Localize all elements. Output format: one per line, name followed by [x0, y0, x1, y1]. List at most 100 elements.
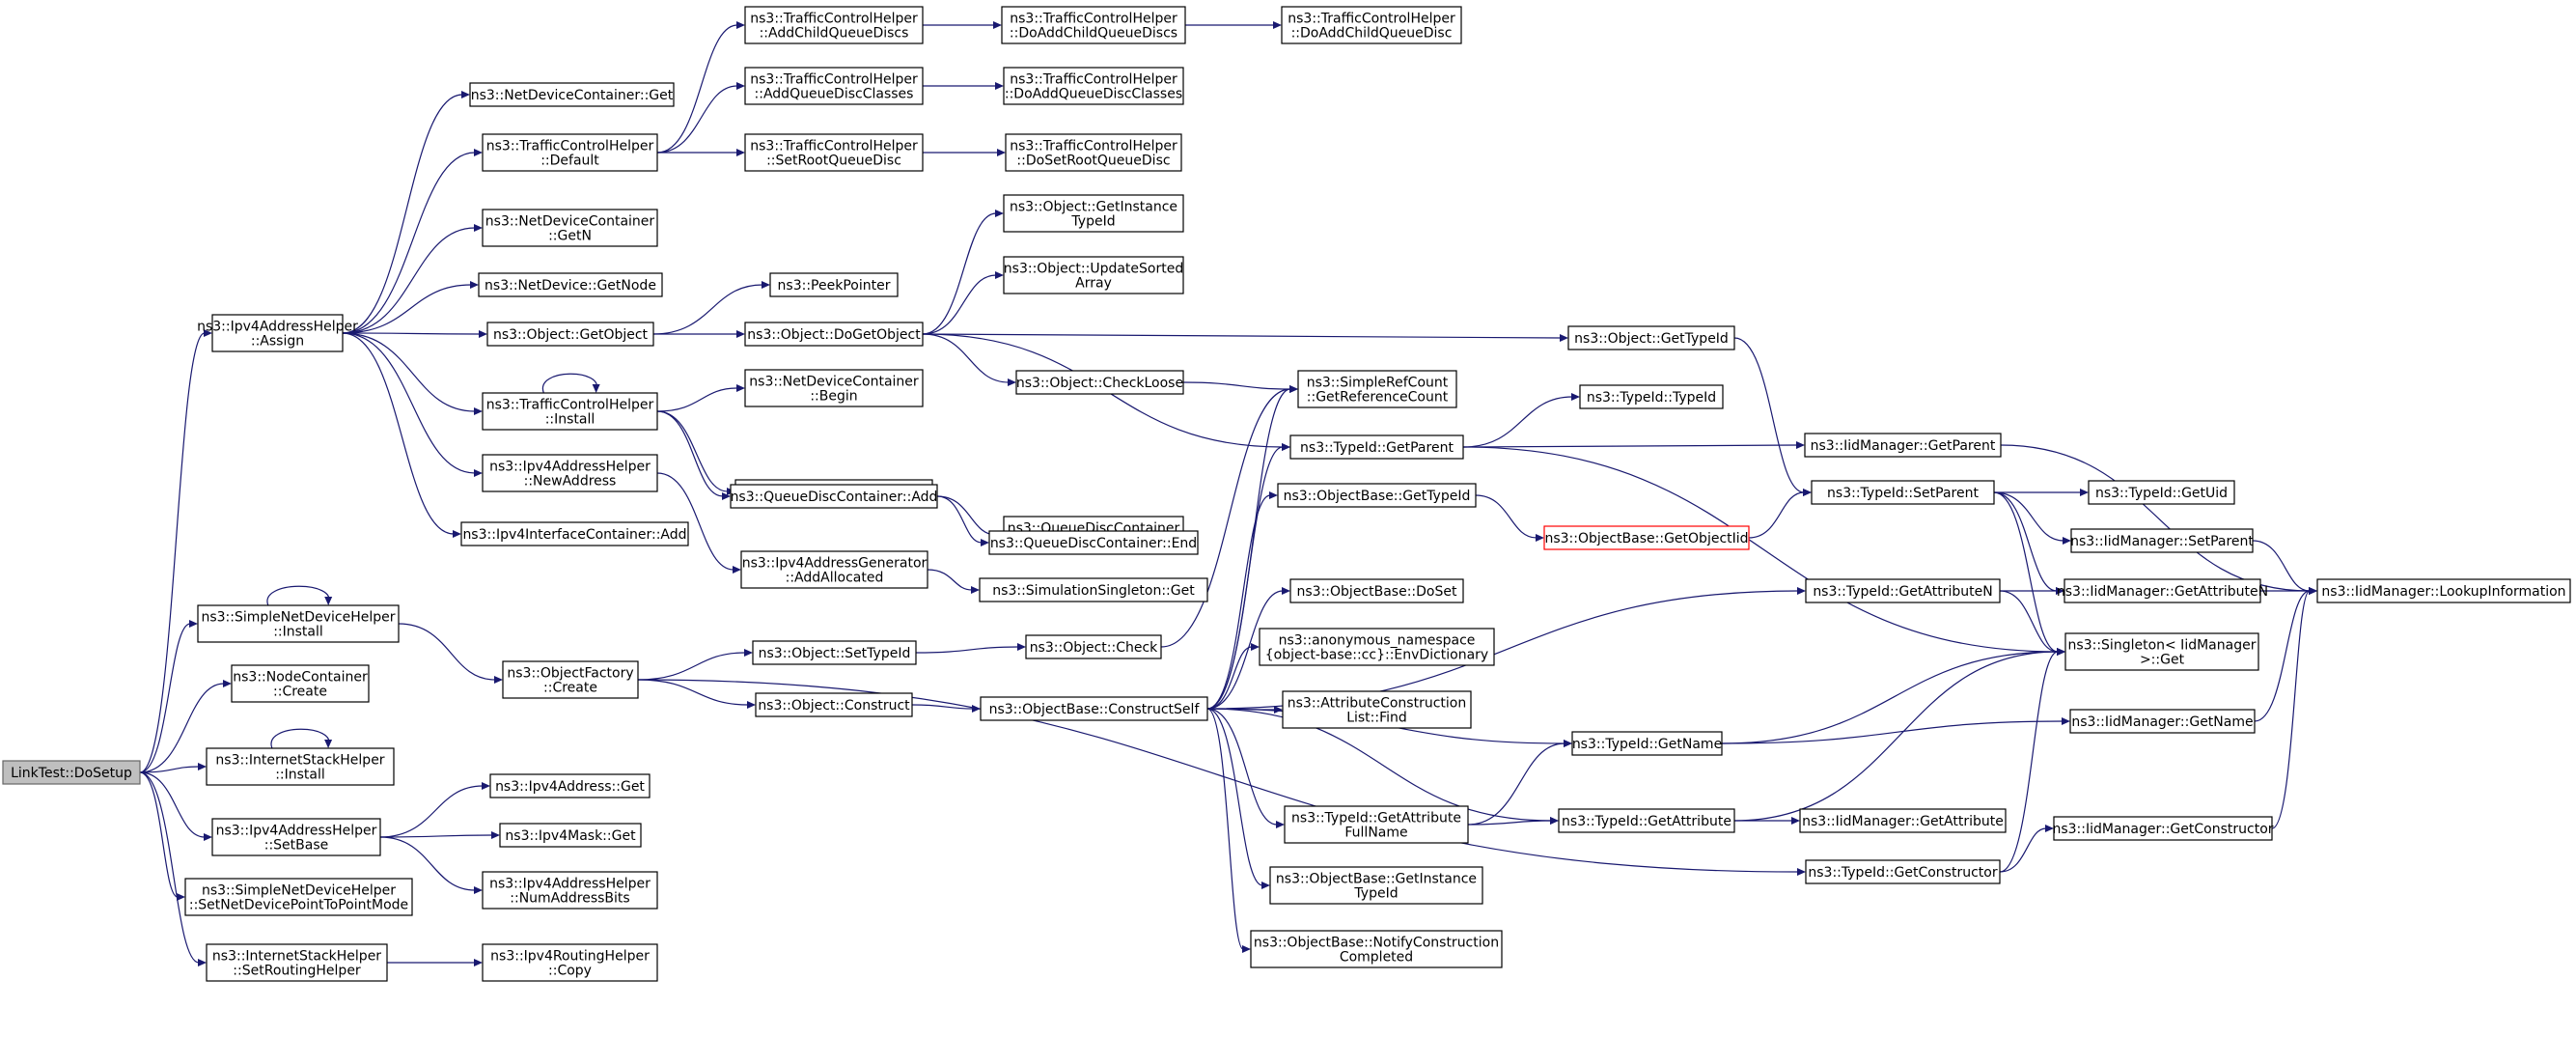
- node-n45[interactable]: ns3::TypeId::GetParent: [1289, 434, 1464, 460]
- node-n25[interactable]: ns3::Object::DoGetObject: [744, 322, 924, 347]
- node-box[interactable]: [482, 454, 658, 492]
- node-n52[interactable]: ns3::ObjectBase::NotifyConstructionCompl…: [1250, 930, 1503, 968]
- node-box[interactable]: [1805, 859, 2001, 884]
- node-n12[interactable]: ns3::Object::GetObject: [486, 322, 654, 347]
- node-box[interactable]: [1259, 628, 1495, 666]
- node-box[interactable]: [1001, 6, 1186, 44]
- node-n18[interactable]: ns3::Ipv4Mask::Get: [499, 823, 642, 848]
- node-box[interactable]: [1005, 133, 1182, 172]
- node-n66[interactable]: ns3::Singleton< IidManager >::Get: [2064, 632, 2259, 671]
- node-n65[interactable]: ns3::IidManager::GetAttributeN: [2057, 578, 2268, 603]
- node-n5[interactable]: ns3::Ipv4AddressHelper::SetBase: [211, 818, 381, 856]
- node-n37[interactable]: ns3::Object::CheckLoose: [1015, 370, 1184, 395]
- node-n57[interactable]: ns3::TypeId::GetAttribute: [1558, 808, 1735, 833]
- node-n23[interactable]: ns3::TrafficControlHelper::SetRootQueueD…: [744, 133, 924, 172]
- node-n16[interactable]: ns3::ObjectFactory::Create: [502, 660, 639, 699]
- node-box[interactable]: [1003, 194, 1184, 233]
- node-n42[interactable]: ns3::ObjectBase::ConstructSelf: [980, 696, 1208, 721]
- node-box[interactable]: [2064, 578, 2261, 603]
- node-box[interactable]: [1269, 866, 1483, 905]
- node-box[interactable]: [1289, 434, 1464, 460]
- node-n62[interactable]: ns3::IidManager::GetAttribute: [1799, 808, 2007, 833]
- node-box[interactable]: [1015, 370, 1184, 395]
- node-box[interactable]: [2053, 816, 2273, 841]
- node-box[interactable]: [1579, 384, 1724, 409]
- node-n33[interactable]: ns3::TrafficControlHelper::DoAddQueueDis…: [1003, 67, 1184, 105]
- node-n44[interactable]: ns3::SimpleRefCount::GetReferenceCount: [1297, 370, 1457, 408]
- node-box[interactable]: [1805, 578, 2001, 603]
- node-n21[interactable]: ns3::TrafficControlHelper::AddChildQueue…: [744, 6, 924, 44]
- node-n30[interactable]: ns3::Object::SetTypeId: [752, 640, 917, 665]
- node-n29[interactable]: ns3::Ipv4AddressGenerator::AddAllocated: [740, 550, 928, 589]
- node-box[interactable]: [752, 640, 917, 665]
- node-box[interactable]: [1811, 480, 1995, 505]
- node-box[interactable]: [744, 322, 924, 347]
- node-n48[interactable]: ns3::anonymous_namespace{object-base::cc…: [1259, 628, 1495, 666]
- node-box[interactable]: [231, 664, 370, 703]
- node-n31[interactable]: ns3::Object::Construct: [755, 692, 913, 717]
- node-box[interactable]: [730, 484, 938, 509]
- node-box[interactable]: [502, 660, 639, 699]
- node-box[interactable]: [744, 133, 924, 172]
- node-box[interactable]: [197, 604, 400, 643]
- node-n15[interactable]: ns3::Ipv4InterfaceContainer::Add: [460, 521, 689, 546]
- node-n10[interactable]: ns3::NetDeviceContainer::GetN: [482, 209, 658, 247]
- node-n26[interactable]: ns3::NetDeviceContainer::Begin: [744, 369, 924, 407]
- node-n22[interactable]: ns3::TrafficControlHelper::AddQueueDiscC…: [744, 67, 924, 105]
- node-box[interactable]: [2316, 578, 2571, 603]
- node-n19[interactable]: ns3::Ipv4AddressHelper::NumAddressBits: [482, 871, 658, 910]
- node-box[interactable]: [744, 6, 924, 44]
- node-n1[interactable]: ns3::Ipv4AddressHelper::Assign: [197, 314, 358, 352]
- node-box[interactable]: [211, 818, 381, 856]
- node-box[interactable]: [2, 760, 141, 785]
- node-n40[interactable]: ns3::SimulationSingleton::Get: [979, 577, 1208, 602]
- node-box[interactable]: [482, 871, 658, 910]
- node-box[interactable]: [2088, 480, 2235, 505]
- node-box[interactable]: [1804, 433, 2002, 458]
- node-n59[interactable]: ns3::TypeId::SetParent: [1811, 480, 1995, 505]
- node-box[interactable]: [206, 943, 388, 982]
- node-n61[interactable]: ns3::TypeId::GetConstructor: [1805, 859, 2001, 884]
- node-n11[interactable]: ns3::NetDevice::GetNode: [478, 272, 663, 297]
- node-n53[interactable]: ns3::Object::GetTypeId: [1567, 325, 1735, 350]
- node-box[interactable]: [1571, 731, 1723, 756]
- node-n28[interactable]: ns3::QueueDiscContainer::Add: [730, 484, 938, 509]
- node-n69[interactable]: ns3::IidManager::LookupInformation: [2316, 578, 2571, 603]
- node-box[interactable]: [460, 521, 689, 546]
- node-n68[interactable]: ns3::IidManager::GetConstructor: [2052, 816, 2274, 841]
- node-box[interactable]: [988, 530, 1199, 555]
- node-n55[interactable]: ns3::ObjectBase::GetObjectIid: [1543, 525, 1750, 550]
- node-box[interactable]: [489, 773, 651, 798]
- node-n8[interactable]: ns3::NetDeviceContainer::Get: [469, 82, 675, 107]
- node-n9[interactable]: ns3::TrafficControlHelper::Default: [482, 133, 658, 172]
- node-n43[interactable]: ns3::TrafficControlHelper::DoAddChildQue…: [1281, 6, 1462, 44]
- node-n47[interactable]: ns3::ObjectBase::DoSet: [1289, 578, 1464, 603]
- node-n41[interactable]: ns3::Object::Check: [1025, 634, 1162, 659]
- node-n46[interactable]: ns3::ObjectBase::GetTypeId: [1277, 483, 1477, 508]
- node-box[interactable]: [1003, 256, 1184, 294]
- node-n13[interactable]: ns3::TrafficControlHelper::Install: [482, 392, 658, 431]
- node-n64[interactable]: ns3::IidManager::SetParent: [2070, 528, 2254, 553]
- node-box[interactable]: [499, 823, 642, 848]
- node-n56[interactable]: ns3::TypeId::GetName: [1571, 731, 1723, 756]
- node-box[interactable]: [1281, 6, 1462, 44]
- node-n6[interactable]: ns3::SimpleNetDeviceHelper::SetNetDevice…: [184, 878, 413, 916]
- node-n14[interactable]: ns3::Ipv4AddressHelper::NewAddress: [482, 454, 658, 492]
- node-n4[interactable]: ns3::InternetStackHelper::Install: [206, 747, 395, 786]
- node-box[interactable]: [206, 747, 395, 786]
- node-box[interactable]: [2070, 528, 2254, 553]
- node-n24[interactable]: ns3::PeekPointer: [769, 272, 899, 297]
- node-box[interactable]: [1003, 67, 1184, 105]
- node-box[interactable]: [1277, 483, 1477, 508]
- node-n2[interactable]: ns3::SimpleNetDeviceHelper::Install: [197, 604, 400, 643]
- node-n32[interactable]: ns3::TrafficControlHelper::DoAddChildQue…: [1001, 6, 1186, 44]
- node-box[interactable]: [1558, 808, 1735, 833]
- node-box[interactable]: [469, 82, 675, 107]
- node-box[interactable]: [1250, 930, 1503, 968]
- node-box[interactable]: [482, 943, 658, 982]
- node-n3[interactable]: ns3::NodeContainer::Create: [231, 664, 370, 703]
